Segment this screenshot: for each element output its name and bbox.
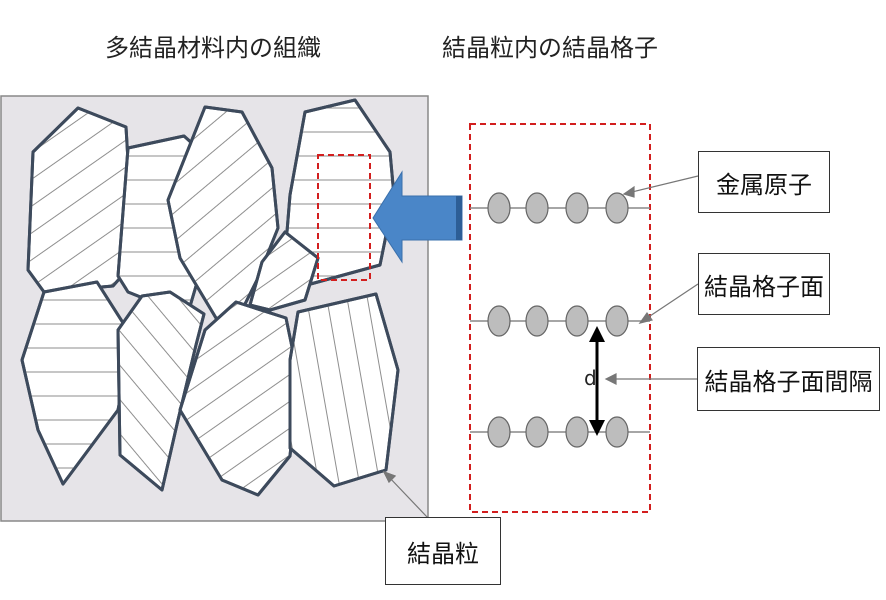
metal-atom xyxy=(605,192,629,224)
grain-9 xyxy=(288,292,400,488)
spacing-arrow-head-bottom xyxy=(589,420,605,436)
grain-6 xyxy=(20,280,134,486)
spacing-leader-arrowhead xyxy=(604,373,617,385)
lattice-rows xyxy=(470,192,650,448)
grain-leader-arrowhead xyxy=(382,470,397,484)
metal-atom-label-box: 金属原子 xyxy=(698,151,830,213)
metal-atom xyxy=(487,305,511,337)
grain-4 xyxy=(284,98,396,290)
grain-leader-line xyxy=(387,475,429,519)
grain-8 xyxy=(178,300,300,497)
metal-atom xyxy=(525,305,549,337)
grain-3 xyxy=(166,105,280,324)
atom-leader-line xyxy=(627,175,699,194)
spacing-d-label: d xyxy=(584,366,597,390)
grain-7 xyxy=(116,290,206,492)
lattice-plane-label-box: 結晶格子面 xyxy=(698,253,830,315)
metal-atom xyxy=(525,192,549,224)
atom-leader-arrowhead xyxy=(622,185,635,198)
spacing-arrow-head-top xyxy=(589,326,605,342)
zoom-arrow xyxy=(372,170,463,264)
metal-atom xyxy=(565,416,589,448)
metal-atom xyxy=(565,305,589,337)
grain-label-box: 結晶粒 xyxy=(385,517,501,585)
plane-spacing-label-box: 結晶格子面間隔 xyxy=(697,347,880,411)
selected-region-box xyxy=(317,154,371,281)
metal-atom xyxy=(487,192,511,224)
metal-atom xyxy=(605,416,629,448)
right-panel-title: 結晶粒内の結晶格子 xyxy=(442,34,658,62)
metal-atom xyxy=(525,416,549,448)
left-panel-title: 多結晶材料内の組織 xyxy=(105,34,321,62)
zoom-arrow-tail xyxy=(456,196,462,240)
metal-atom xyxy=(605,305,629,337)
plane-leader-line xyxy=(643,283,699,321)
plane-leader-arrowhead xyxy=(638,311,654,324)
metal-atom xyxy=(565,192,589,224)
metal-atom xyxy=(487,416,511,448)
